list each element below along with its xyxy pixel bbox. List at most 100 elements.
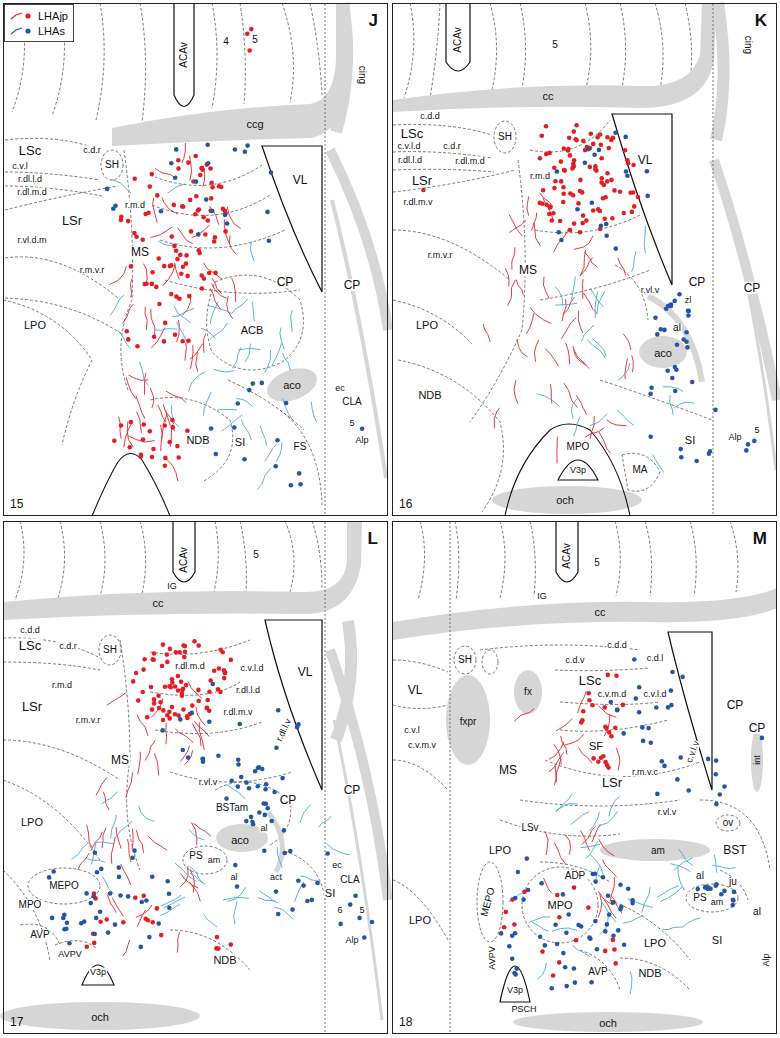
labelled-cell xyxy=(223,229,228,234)
labelled-cell xyxy=(140,900,145,905)
fiber-trace xyxy=(537,963,546,979)
labelled-cell xyxy=(150,657,155,662)
labelled-cell xyxy=(169,263,174,268)
labelled-cell xyxy=(686,313,691,318)
labelled-cell xyxy=(156,694,161,699)
fiber-trace xyxy=(177,932,179,953)
labelled-cell xyxy=(673,389,678,394)
fiber-trace xyxy=(121,864,131,885)
region-label: FS xyxy=(293,442,308,452)
labelled-cell xyxy=(181,748,186,753)
labelled-cell xyxy=(559,238,564,243)
labelled-cell xyxy=(113,922,118,927)
labelled-cell xyxy=(574,938,579,943)
labelled-cell xyxy=(150,874,155,879)
fiber-trace xyxy=(109,266,126,284)
fiber-trace xyxy=(514,709,534,722)
labelled-cell xyxy=(118,893,123,898)
labelled-cell xyxy=(212,239,217,244)
labelled-cell xyxy=(622,942,627,947)
fiber-trace xyxy=(145,307,147,330)
labelled-cell xyxy=(209,426,214,431)
fiber-trace xyxy=(150,388,153,408)
fiber-trace xyxy=(232,348,241,369)
labelled-cell xyxy=(174,249,179,254)
region-label: c.d.v xyxy=(564,656,585,665)
region-label: IG xyxy=(166,582,178,591)
section-outline xyxy=(514,670,542,714)
fiber-trace xyxy=(536,394,559,407)
fiber-trace xyxy=(534,223,541,247)
region-label: och xyxy=(555,495,575,506)
section-outline xyxy=(262,146,322,292)
labelled-cell xyxy=(180,204,185,209)
fiber-trace xyxy=(183,295,191,316)
fiber-trace xyxy=(189,156,191,181)
labelled-cell xyxy=(210,209,215,214)
section-outline xyxy=(513,1012,703,1032)
labelled-cell xyxy=(275,438,280,443)
fiber-trace xyxy=(580,250,586,276)
labelled-cell xyxy=(353,894,358,899)
region-label: c.v.l.d xyxy=(240,664,265,673)
fiber-trace xyxy=(678,867,685,891)
labelled-cell xyxy=(172,244,177,249)
section-m xyxy=(393,521,777,1033)
fiber-trace xyxy=(683,918,701,927)
labelled-cell xyxy=(198,173,203,178)
section-outline xyxy=(446,4,470,71)
fiber-trace xyxy=(578,311,583,333)
section-outline xyxy=(600,839,710,861)
fiber-trace xyxy=(550,384,552,404)
region-label: fxpr xyxy=(459,717,478,727)
labelled-cell xyxy=(188,198,193,203)
region-label: c.d.d xyxy=(419,112,441,121)
section-outline xyxy=(216,824,268,852)
fiber-trace xyxy=(586,841,598,858)
fiber-trace xyxy=(128,436,154,442)
labelled-cell xyxy=(67,941,72,946)
fiber-trace xyxy=(189,372,206,392)
region-label: al xyxy=(259,824,268,833)
labelled-cell xyxy=(229,658,234,663)
labelled-cell xyxy=(632,204,637,209)
labelled-cell xyxy=(552,165,557,170)
fiber-trace xyxy=(554,228,570,252)
fiber-trace xyxy=(163,264,175,286)
labelled-cell xyxy=(540,949,545,954)
fiber-trace xyxy=(607,420,627,426)
region-label: LSc xyxy=(400,127,424,140)
labelled-cell xyxy=(247,48,252,53)
fiber-trace xyxy=(526,314,533,334)
labelled-cell xyxy=(150,282,155,287)
labelled-cell xyxy=(190,711,195,716)
labelled-cell xyxy=(595,947,600,952)
labelled-cell xyxy=(502,925,507,930)
labelled-cell xyxy=(670,670,675,675)
region-label: r.vl.v xyxy=(657,808,678,817)
labelled-cell xyxy=(557,960,562,965)
labelled-cell xyxy=(244,819,249,824)
labelled-cell xyxy=(611,938,616,943)
labelled-cell xyxy=(593,871,598,876)
region-label: AVP xyxy=(587,967,608,977)
labelled-cell xyxy=(678,447,683,452)
labelled-cell xyxy=(516,870,521,875)
labelled-cell xyxy=(176,688,181,693)
region-label: VL xyxy=(297,666,314,678)
fiber-trace xyxy=(126,772,133,797)
fiber-trace xyxy=(188,681,202,698)
labelled-cell xyxy=(128,445,133,450)
region-label: SI xyxy=(711,935,723,946)
legend-sample xyxy=(10,11,34,21)
fiber-trace xyxy=(178,228,193,244)
labelled-cell xyxy=(274,889,279,894)
labelled-cell xyxy=(596,759,601,764)
labelled-cell xyxy=(244,780,249,785)
fiber-trace xyxy=(628,899,653,908)
labelled-cell xyxy=(645,194,650,199)
labelled-cell xyxy=(669,703,674,708)
labelled-cell xyxy=(288,849,293,854)
labelled-cell xyxy=(566,912,571,917)
labelled-cell xyxy=(145,715,150,720)
